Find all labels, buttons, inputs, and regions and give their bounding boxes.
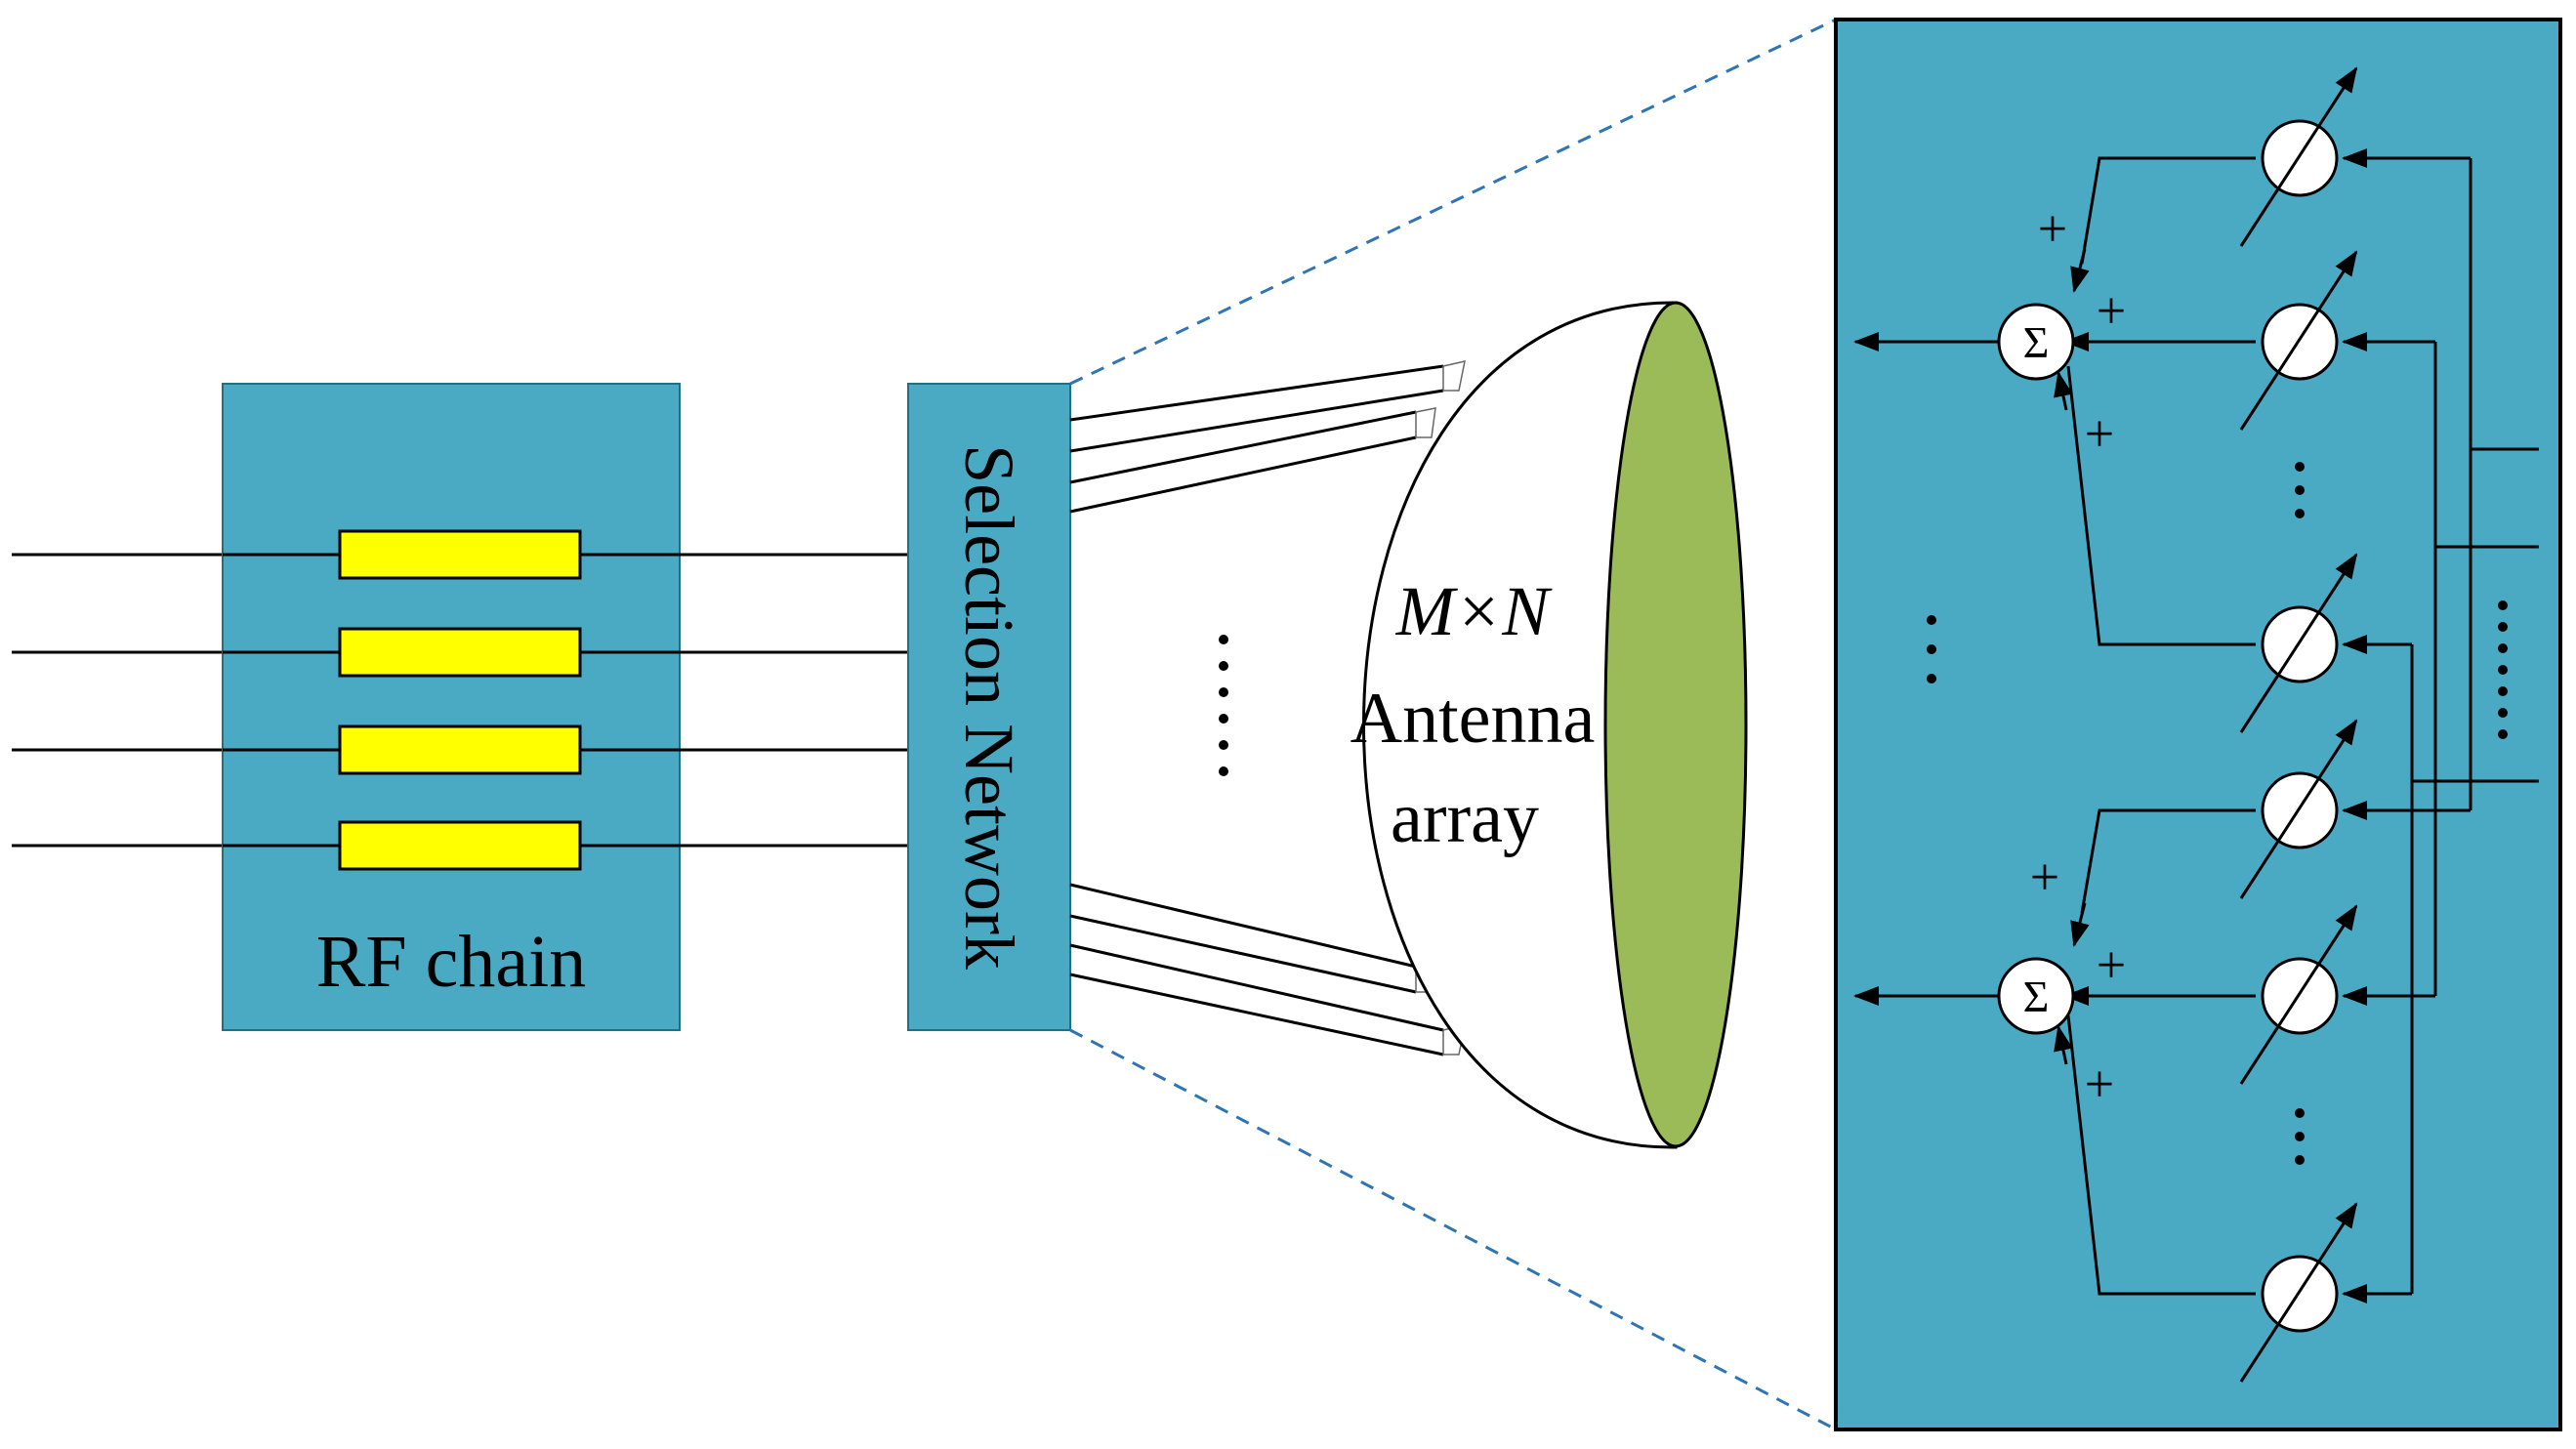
svg-text:+: + [2097,935,2126,994]
phase-shifter-4 [2239,719,2358,899]
svg-text:+: + [2030,848,2059,906]
phase-shifter-2 [2239,250,2358,431]
summer-bottom-symbol: Σ [2023,972,2050,1021]
phase-shifter-1 [2239,66,2358,247]
selection-network-label: Selection Network [950,444,1028,970]
svg-text:+: + [2097,281,2126,340]
svg-text:+: + [2038,199,2067,258]
summer-bottom: Σ [1997,957,2075,1035]
phase-shifter-3 [2239,553,2358,733]
rf-chain-panel [222,383,681,1031]
svg-text:+: + [2085,1055,2114,1113]
antenna-word-label: Antenna [1350,679,1596,759]
svg-text:+: + [2085,404,2114,463]
plus-signs: + + + + + + [2030,199,2126,1113]
zoom-lines [1069,18,1837,1431]
rf-filter-3 [338,724,582,775]
phase-shifter-panel: Σ Σ + + + + + + [1834,18,2562,1431]
rf-filter-4 [338,820,582,871]
selection-network-block: Selection Network [907,383,1071,1031]
rf-chain-label: RF chain [316,921,587,1003]
phase-shifter-5 [2239,904,2358,1085]
summer-top-symbol: Σ [2023,317,2050,367]
rf-chain-block: RF chain [12,383,908,1031]
feed-lines [1069,364,1444,1056]
dish-aperture [1603,301,1748,1148]
selection-network-panel [907,383,1071,1031]
rf-filter-2 [338,627,582,678]
panel-ellipsis-dots [1927,462,2508,1165]
phase-shifters [2239,66,2358,1383]
array-word-label: array [1391,778,1539,858]
antenna-size-label: M×N [1395,572,1554,650]
phase-shifter-6 [2239,1202,2358,1383]
summer-top: Σ [1997,303,2075,381]
feed-ellipsis-dots [1219,635,1228,776]
antenna-dish: M×N Antenna array [1350,301,1748,1149]
rf-filter-1 [338,529,582,580]
